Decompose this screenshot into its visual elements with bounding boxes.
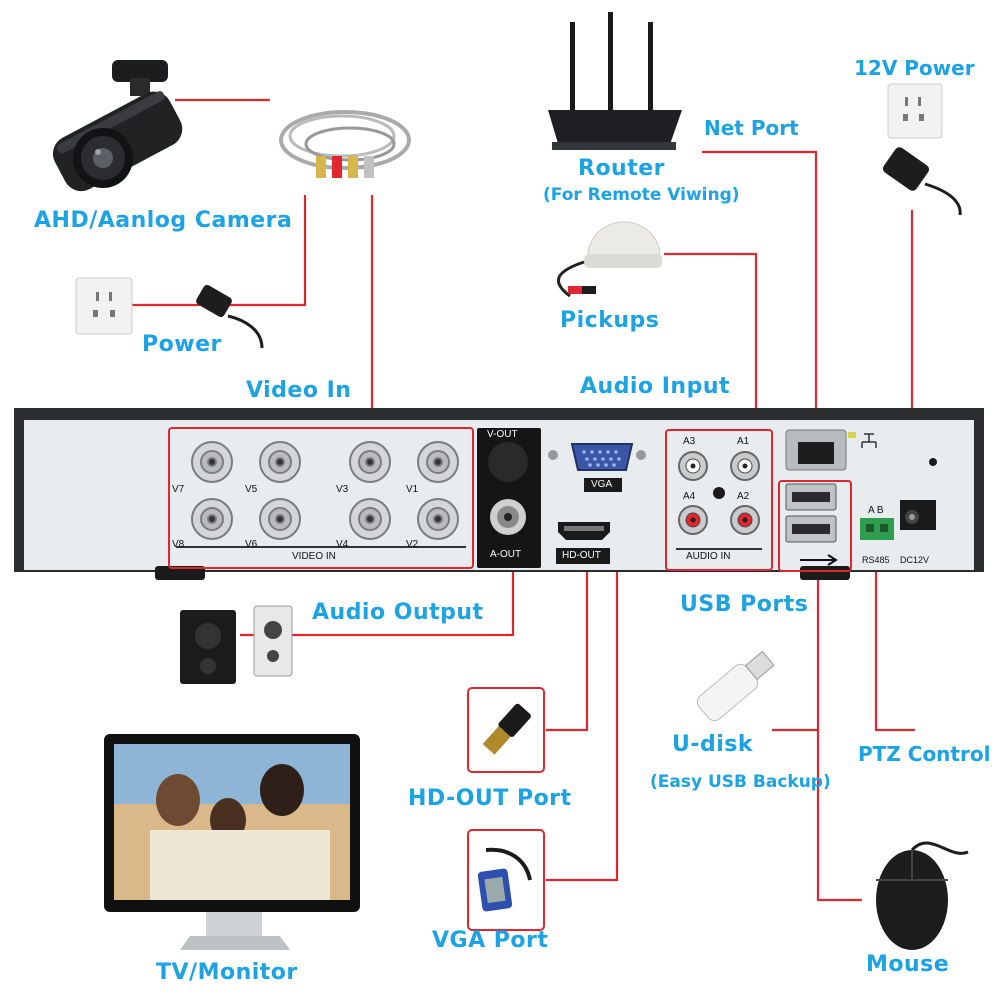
wire-ptz — [874, 540, 915, 732]
audio-channel-a2: A2 — [737, 491, 750, 502]
vga-panel-label: VGA — [591, 479, 613, 490]
bnc-connector — [417, 498, 459, 540]
tv-monitor-label: TV/Monitor — [156, 960, 298, 985]
router-note: (For Remote Viwing) — [543, 185, 740, 205]
wire-usb-mouse — [816, 575, 862, 902]
video-channel-v3: V3 — [336, 484, 349, 495]
pickup-microphone-icon — [557, 221, 662, 298]
hdmi-cable-icon — [482, 703, 531, 755]
video-channel-v2: V2 — [406, 539, 419, 550]
v-out-label: V-OUT — [487, 429, 518, 440]
tv-monitor-icon — [104, 734, 360, 950]
wire-cable-power — [228, 195, 307, 307]
dvr-chassis — [14, 408, 984, 580]
audio-channel-a3: A3 — [683, 436, 696, 447]
mouse-label: Mouse — [866, 952, 950, 977]
12v-adapter-icon — [882, 147, 962, 216]
mouse-icon — [876, 841, 969, 950]
net-port-label: Net Port — [704, 116, 799, 140]
rca-connectors — [678, 451, 760, 535]
bnc-connector — [349, 441, 391, 483]
pickups-label: Pickups — [560, 308, 660, 333]
rca-connector — [730, 451, 760, 481]
video-channel-v5: V5 — [245, 484, 258, 495]
rs485-label: RS485 — [862, 555, 890, 565]
power-outlet-icon — [75, 277, 133, 335]
audio-channel-a1: A1 — [737, 436, 750, 447]
bnc-connector — [191, 498, 233, 540]
wire-net-port — [702, 150, 818, 435]
rs485-ab-label: A B — [868, 505, 884, 516]
power-adapter-icon — [196, 284, 264, 349]
12v-power-label: 12V Power — [854, 56, 975, 80]
dc12v-label: DC12V — [900, 555, 930, 565]
video-in-panel-label: VIDEO IN — [292, 551, 336, 562]
hd-out-panel-label: HD-OUT — [562, 550, 601, 561]
audio-in-panel-label: AUDIO IN — [686, 551, 731, 562]
power-label: Power — [142, 332, 222, 357]
router-label: Router — [578, 156, 666, 181]
bnc-connectors — [191, 441, 459, 540]
audio-channel-a4: A4 — [683, 491, 696, 502]
wire-vga — [546, 456, 619, 882]
bnc-connector — [349, 498, 391, 540]
camera-label: AHD/Aanlog Camera — [34, 208, 293, 233]
audio-in-highlight — [665, 429, 773, 571]
wire-hdout — [546, 552, 589, 732]
a-out-label: A-OUT — [490, 549, 522, 560]
video-in-highlight — [168, 427, 474, 569]
rca-connector — [730, 505, 760, 535]
video-channel-v7: V7 — [172, 484, 185, 495]
audio-input-title: Audio Input — [580, 374, 731, 399]
video-in-title: Video In — [246, 378, 352, 403]
ptz-label: PTZ Control — [858, 742, 991, 766]
rca-connector — [678, 505, 708, 535]
usb-flash-drive-icon — [696, 650, 775, 722]
bnc-connector — [191, 441, 233, 483]
video-channel-v6: V6 — [245, 539, 258, 550]
video-channel-v8: V8 — [172, 539, 185, 550]
vga-cable-icon — [477, 847, 532, 912]
camera-icon — [52, 60, 183, 192]
video-channel-v4: V4 — [336, 539, 349, 550]
audio-output-label: Audio Output — [312, 600, 484, 625]
usb-ports-label: USB Ports — [680, 592, 809, 617]
12v-outlet-icon — [887, 83, 943, 139]
bnc-connector — [417, 441, 459, 483]
udisk-label: U-disk — [672, 732, 754, 757]
udisk-note: (Easy USB Backup) — [650, 772, 831, 792]
wire-pickups — [664, 252, 758, 430]
rca-connector — [678, 451, 708, 481]
video-channel-v1: V1 — [406, 484, 419, 495]
bnc-connector — [259, 441, 301, 483]
hdout-port-label: HD-OUT Port — [408, 786, 572, 811]
bnc-cable-icon — [279, 110, 411, 178]
bnc-connector — [259, 498, 301, 540]
router-icon — [548, 12, 682, 150]
vga-port-label: VGA Port — [432, 928, 549, 953]
usb-ports-highlight — [778, 480, 852, 572]
speakers-icon — [180, 605, 293, 684]
